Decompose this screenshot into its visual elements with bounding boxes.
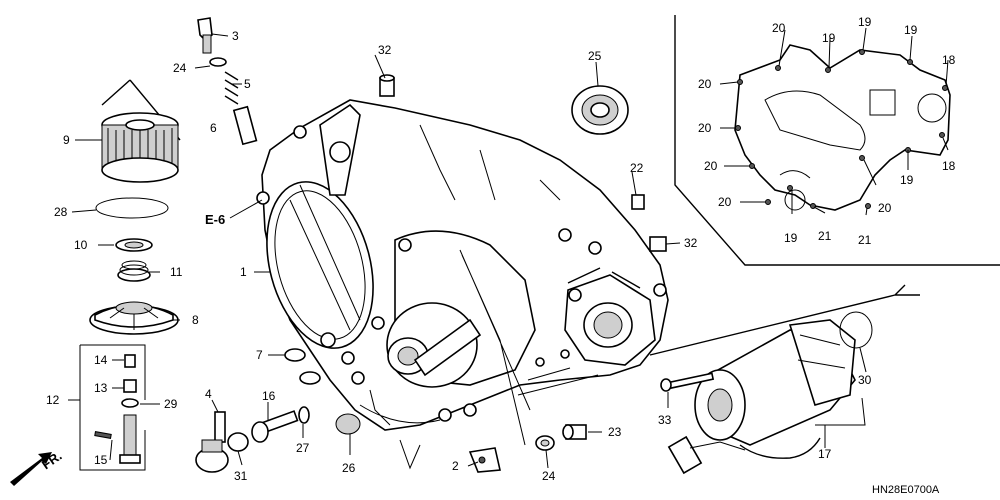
crankcase-cover: [256, 99, 669, 431]
front-marker-label: FR.: [39, 448, 65, 472]
o-ring-30: [839, 311, 873, 349]
label-25: 25: [588, 49, 602, 63]
label-5: 5: [244, 77, 251, 91]
label-20-d: 20: [704, 159, 718, 173]
collar-32-top: [379, 74, 395, 97]
drain-bolt-4: [195, 411, 229, 473]
diagram-code: HN28E0700A: [872, 484, 940, 496]
label-6: 6: [210, 121, 217, 135]
bolt-16: [251, 410, 299, 443]
label-19-d: 19: [900, 173, 914, 187]
label-32-top: 32: [378, 43, 392, 57]
label-20-b: 20: [698, 77, 712, 91]
label-12: 12: [46, 393, 60, 407]
collar-22: [631, 194, 645, 210]
label-4: 4: [205, 387, 212, 401]
seal-26: [335, 413, 361, 435]
gasket-inset: [674, 15, 1000, 266]
washer-31: [227, 432, 249, 452]
label-27: 27: [296, 441, 310, 455]
label-2: 2: [452, 459, 459, 473]
label-19-c: 19: [904, 23, 918, 37]
washer-27: [298, 406, 310, 424]
label-21-a: 21: [818, 229, 832, 243]
label-20-c: 20: [698, 121, 712, 135]
label-18-top: 18: [942, 53, 956, 67]
label-20-top: 20: [772, 21, 786, 35]
label-17: 17: [818, 447, 832, 461]
filter-cover-8: [89, 301, 179, 335]
label-20-f: 20: [878, 201, 892, 215]
label-24-bottom: 24: [542, 469, 556, 483]
label-15: 15: [94, 453, 108, 467]
label-32-right: 32: [684, 236, 698, 250]
spring-11: [117, 260, 151, 282]
collar-32-right: [649, 236, 667, 252]
label-20-e: 20: [718, 195, 732, 209]
label-10: 10: [74, 238, 88, 252]
label-13: 13: [94, 381, 108, 395]
reference-e6: E-6: [205, 212, 225, 227]
label-19-e: 19: [784, 231, 798, 245]
relief-valve-12: [68, 344, 146, 471]
label-7: 7: [256, 348, 263, 362]
label-16: 16: [262, 389, 276, 403]
hose-clamp-2: [468, 447, 501, 473]
label-3: 3: [232, 29, 239, 43]
o-ring-28: [95, 197, 169, 219]
bearing-25: [571, 85, 629, 135]
label-11: 11: [170, 265, 183, 279]
oil-pressure-screw: [197, 17, 258, 146]
mount-axis: [649, 284, 920, 356]
label-26: 26: [342, 461, 356, 475]
front-arrow-icon: [10, 452, 52, 486]
seal-10-inner: [124, 241, 144, 249]
bolt-33: [660, 372, 715, 392]
label-8: 8: [192, 313, 199, 327]
label-31: 31: [234, 469, 248, 483]
label-28: 28: [54, 205, 68, 219]
label-23: 23: [608, 425, 622, 439]
label-9: 9: [63, 133, 70, 147]
label-22: 22: [630, 161, 644, 175]
label-21-b: 21: [858, 233, 872, 247]
label-24-top: 24: [173, 61, 187, 75]
o-ring-7b: [299, 371, 321, 385]
label-14: 14: [94, 353, 108, 367]
label-33: 33: [658, 413, 672, 427]
label-19-a: 19: [822, 31, 836, 45]
washer-24b: [535, 435, 555, 451]
o-ring-7a: [284, 348, 306, 362]
starter-motor: [667, 311, 873, 475]
bolt-23: [562, 424, 587, 440]
leader-lines: [71, 33, 867, 470]
label-19-b: 19: [858, 15, 872, 29]
label-1: 1: [240, 265, 247, 279]
label-18-bottom: 18: [942, 159, 956, 173]
label-30: 30: [858, 373, 872, 387]
oil-filter: [101, 79, 181, 183]
label-29: 29: [164, 397, 178, 411]
